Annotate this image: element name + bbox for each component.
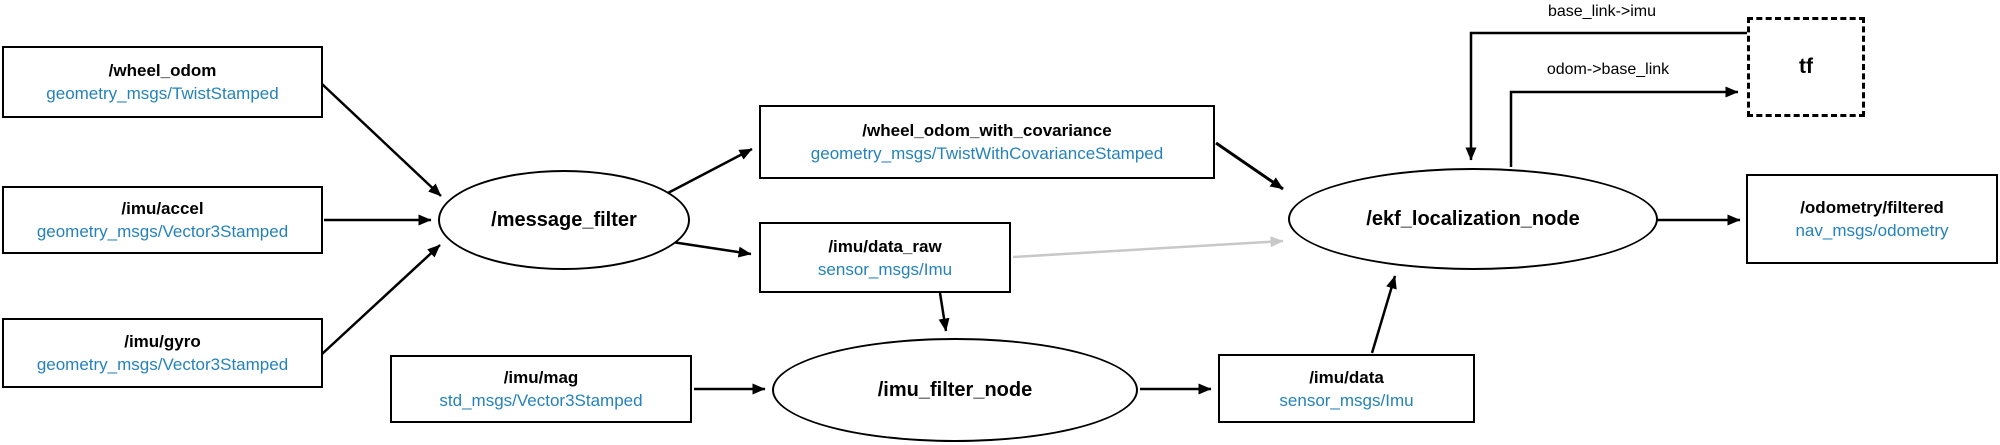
edge-imu-data-to-ekf-localization-node: [1370, 275, 1397, 354]
edge-wheel-odom-with-covariance-to-ekf-localization-node: [1215, 141, 1284, 191]
ros-node-ekf-localization-node: /ekf_localization_node: [1288, 168, 1658, 270]
topic-node-imu-data-raw: /imu/data_raw sensor_msgs/Imu: [759, 222, 1011, 293]
edge-wheel-odom-to-message-filter: [321, 83, 442, 197]
topic-node-imu-mag: /imu/mag std_msgs/Vector3Stamped: [390, 355, 692, 423]
ros-node-imu-filter-node: /imu_filter_node: [772, 338, 1138, 442]
edge-imu-data-raw-to-ekf-localization-node-inactive: [1012, 236, 1284, 259]
edge-message-filter-to-wheel-odom-with-covariance: [665, 147, 753, 196]
topic-name: /imu/gyro: [124, 332, 201, 351]
edge-ekf-localization-node-to-tf: [1509, 86, 1739, 167]
topic-name: /imu/mag: [503, 368, 579, 387]
topic-node-wheel-odom-with-covariance: /wheel_odom_with_covariance geometry_msg…: [759, 105, 1215, 179]
message-type: geometry_msgs/TwistWithCovarianceStamped: [810, 144, 1164, 163]
topic-name: /imu/data_raw: [828, 236, 942, 256]
node-name: tf: [1799, 55, 1813, 78]
message-type: geometry_msgs/Vector3Stamped: [36, 355, 289, 374]
node-name: /imu_filter_node: [877, 378, 1033, 401]
message-type: geometry_msgs/Vector3Stamped: [36, 222, 289, 241]
topic-name: /imu/accel: [121, 199, 204, 218]
ros-node-message-filter: /message_filter: [438, 170, 690, 270]
edge-tf-to-ekf-localization-node: [1465, 31, 1747, 161]
topic-name: /wheel_odom_with_covariance: [862, 121, 1112, 140]
topic-name: /imu/data: [1309, 367, 1384, 387]
message-type: geometry_msgs/TwistStamped: [46, 84, 279, 103]
node-name: /ekf_localization_node: [1366, 207, 1580, 230]
tf-node: tf: [1747, 17, 1865, 117]
edge-message-filter-to-imu-data-raw: [671, 240, 752, 258]
edge-imu-data-raw-to-imu-filter-node: [938, 292, 950, 332]
edge-label-base-link-imu: base_link->imu: [1547, 3, 1657, 20]
topic-name: /wheel_odom: [108, 61, 217, 80]
edge-imu-gyro-to-message-filter: [321, 244, 441, 355]
topic-node-wheel-odom: /wheel_odom geometry_msgs/TwistStamped: [2, 46, 323, 118]
message-type: sensor_msgs/Imu: [1279, 390, 1414, 410]
node-name: /message_filter: [491, 208, 637, 231]
topic-node-odometry-filtered: /odometry/filtered nav_msgs/odometry: [1746, 174, 1998, 264]
message-type: std_msgs/Vector3Stamped: [439, 391, 643, 410]
topic-node-imu-data: /imu/data sensor_msgs/Imu: [1218, 354, 1475, 423]
topic-node-imu-gyro: /imu/gyro geometry_msgs/Vector3Stamped: [2, 318, 323, 388]
message-type: nav_msgs/odometry: [1795, 221, 1949, 240]
edge-label-odom-base-link: odom->base_link: [1546, 61, 1670, 78]
topic-node-imu-accel: /imu/accel geometry_msgs/Vector3Stamped: [2, 186, 323, 254]
message-type: sensor_msgs/Imu: [817, 259, 953, 279]
topic-name: /odometry/filtered: [1800, 198, 1944, 217]
